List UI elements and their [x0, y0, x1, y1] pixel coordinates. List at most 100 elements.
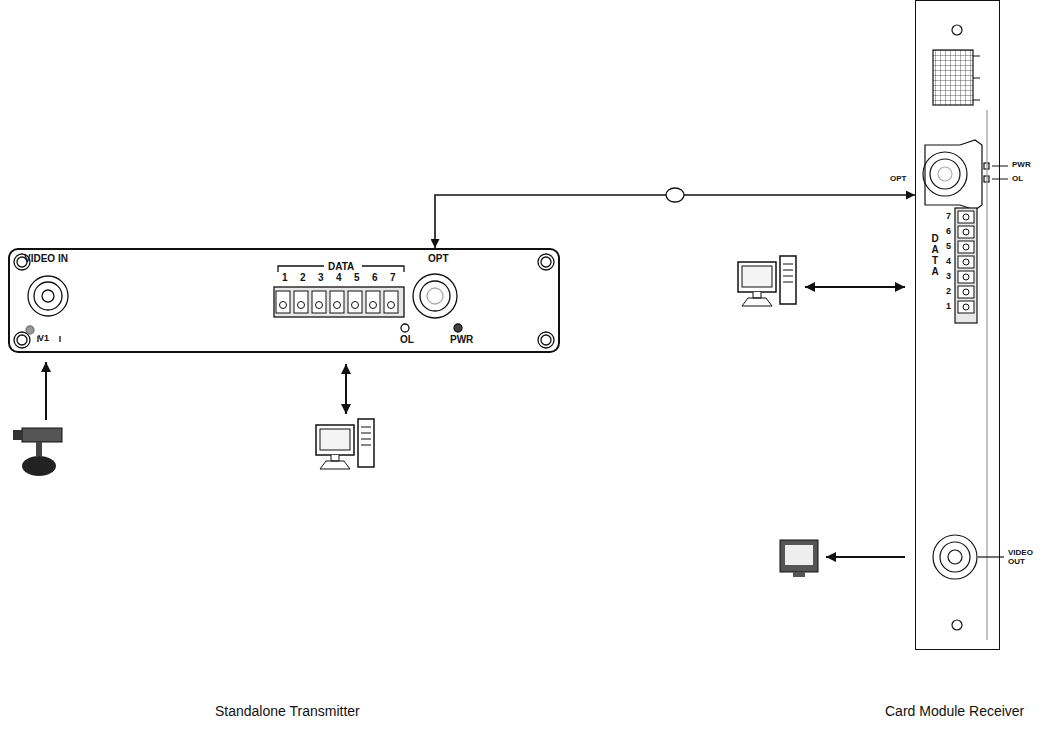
transmitter-hardware-part [427, 288, 443, 304]
panel-label: VIDEO OUT [1008, 549, 1040, 567]
panel-label: 7 [390, 272, 396, 283]
transmitter-hardware-part [274, 287, 404, 317]
receiver-hardware-part [948, 550, 962, 564]
terminal-block-part [963, 304, 969, 310]
computer-icon-part [783, 264, 793, 265]
computer-icon-part [780, 256, 796, 304]
transmitter-hardware-part [42, 290, 54, 302]
terminal-block-part [352, 302, 359, 309]
transmitter-hardware-part [34, 282, 62, 310]
computer-icon-part [742, 266, 772, 287]
fiber-loop [666, 188, 684, 202]
transmitter-hardware-part [538, 254, 554, 270]
terminal-block-part [348, 291, 362, 313]
transmitter-panel: VIDEO INV1DATA1234567OPTOLPWR [8, 248, 560, 353]
computer-icon-part [316, 425, 354, 455]
caption: Standalone Transmitter [215, 703, 360, 719]
computer-icon-part [320, 429, 350, 450]
computer-icon-part [738, 262, 776, 292]
data-arrow-part [345, 364, 347, 414]
terminal-block-part [963, 274, 969, 280]
fiber-optic-link [435, 195, 915, 248]
camera-icon-part [45, 362, 47, 420]
camera-icon-part [13, 430, 22, 440]
transmitter-hardware-part [541, 257, 551, 267]
panel-label: 5 [354, 272, 360, 283]
terminal-block-part [958, 271, 974, 283]
terminal-block-part [294, 291, 308, 313]
terminal-block-part [963, 289, 969, 295]
receiver-hardware [923, 25, 1008, 640]
computer-icon-part [742, 292, 772, 306]
panel-label: PWR [450, 334, 473, 345]
receiver-hardware-part [940, 542, 970, 572]
transmitter-hardware-part [14, 332, 30, 348]
computer-icon-part [361, 433, 371, 434]
receiver-hardware-part [978, 556, 1004, 557]
terminal-block-part [958, 241, 974, 253]
transmitter-hardware-part [454, 324, 462, 332]
terminal-block-part [963, 244, 969, 250]
terminal-block-part [384, 291, 398, 313]
receiver-hardware-part [952, 25, 962, 35]
panel-label: PWR [1012, 161, 1031, 170]
transmitter-hardware-part [28, 276, 68, 316]
receiver-hardware-part [933, 535, 977, 579]
panel-label: OL [400, 334, 414, 345]
receiver-hardware-part [925, 140, 982, 210]
computer-icon-part [361, 445, 371, 446]
computer-icon-part [783, 276, 793, 277]
receiver-hardware-part [930, 159, 960, 189]
receiver-hardware-part [923, 152, 967, 196]
panel-label: DATA [930, 233, 940, 277]
panel-label: DATA [328, 261, 354, 272]
terminal-block-part [388, 302, 395, 309]
caption: Card Module Receiver [885, 703, 1024, 719]
monitor-icon-part [785, 545, 813, 565]
data-arrow-part [805, 286, 905, 288]
transmitter-hardware-part [413, 274, 457, 318]
monitor-icon [780, 540, 905, 577]
terminal-block-part [958, 301, 974, 313]
transmitter-hardware-part [26, 326, 34, 334]
computer-icon [316, 419, 374, 469]
receiver-hardware-part [938, 167, 952, 181]
panel-label: 3 [946, 272, 951, 282]
receiver-card: OPTPWROLDATA7654321VIDEO OUT [915, 0, 1000, 650]
transmitter-hardware-part [538, 332, 554, 348]
computer-icon-part [783, 270, 793, 271]
panel-label: 1 [946, 302, 951, 312]
terminal-block-part [312, 291, 326, 313]
computer-icon-part [320, 455, 350, 469]
terminal-block [276, 291, 398, 313]
terminal-block-part [316, 302, 323, 309]
computer-icon [738, 256, 796, 306]
terminal-block-part [963, 259, 969, 265]
terminal-block-part [330, 291, 344, 313]
receiver-hardware-part [992, 166, 1008, 179]
data-arrow [346, 287, 905, 414]
panel-label: 4 [946, 257, 951, 267]
terminal-block-part [958, 226, 974, 238]
terminal-block-part [958, 256, 974, 268]
terminal-block-part [366, 291, 380, 313]
monitor-icon-part [793, 572, 805, 577]
computer-icon-part [358, 419, 374, 467]
monitor-icon-part [780, 540, 818, 572]
terminal-block-part [963, 214, 969, 220]
panel-label: 5 [946, 242, 951, 252]
panel-label: OPT [890, 175, 906, 184]
camera-icon-part [22, 456, 56, 476]
terminal-block-part [276, 291, 290, 313]
panel-label: OPT [428, 253, 449, 264]
computer-icon-part [361, 427, 371, 428]
transmitter-hardware-part [420, 281, 450, 311]
transmitter-hardware-part [17, 335, 27, 345]
terminal-block-part [958, 211, 974, 223]
terminal-block-part [334, 302, 341, 309]
receiver-hardware-part [986, 110, 987, 640]
receiver-hardware-part [955, 208, 977, 323]
panel-label: 3 [318, 272, 324, 283]
